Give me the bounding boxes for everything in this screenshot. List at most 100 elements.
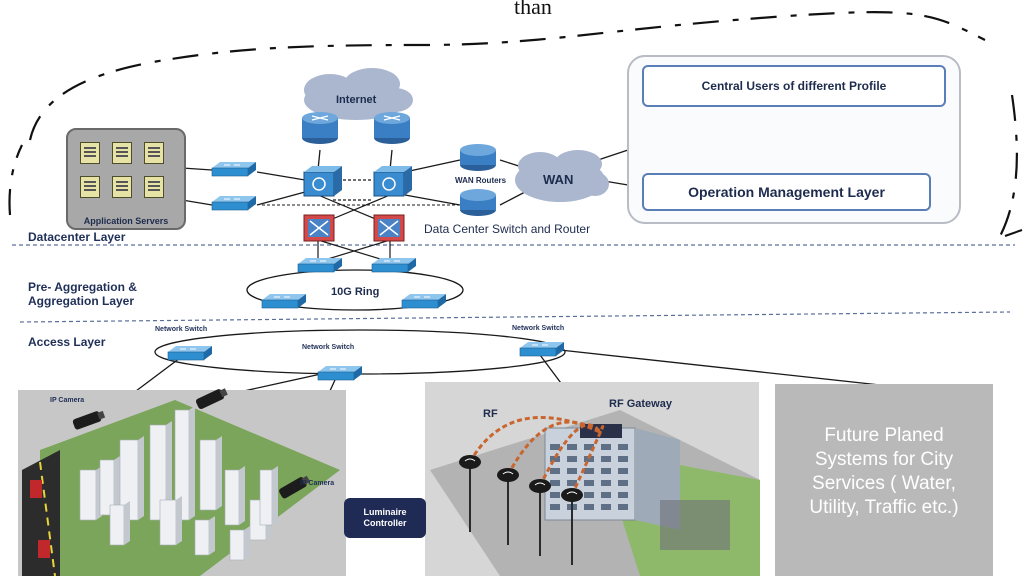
building-icon	[199, 436, 222, 511]
network-switch-label: Network Switch	[512, 325, 565, 332]
luminaire-line1: Luminaire	[363, 507, 407, 517]
window	[601, 444, 611, 450]
window	[618, 444, 628, 450]
window	[584, 492, 594, 498]
street-lamp-icon	[459, 455, 481, 532]
window	[618, 456, 628, 462]
window	[601, 492, 611, 498]
wan-routers-label: WAN Routers	[455, 176, 507, 185]
ip-camera-icon	[195, 388, 228, 409]
window	[550, 480, 560, 486]
window	[584, 468, 594, 474]
network-switch-icon	[261, 294, 306, 309]
link	[181, 199, 213, 206]
building-icon	[109, 501, 130, 546]
future-line: Future Planed	[824, 425, 944, 446]
link	[499, 191, 526, 206]
building-icon	[99, 456, 120, 516]
window	[567, 480, 577, 486]
operation-management-layer-label: Operation Management Layer	[642, 173, 931, 211]
rf-signal-arc	[468, 416, 601, 463]
network-switch-label: Network Switch	[155, 326, 208, 333]
link	[559, 349, 881, 386]
server-icon	[112, 142, 132, 164]
luminaire-controller-badge: Luminaire Controller	[344, 498, 426, 538]
network-switch-icon	[211, 162, 256, 177]
window	[584, 456, 594, 462]
window	[567, 468, 577, 474]
access-layer-label: Access Layer	[28, 335, 106, 349]
window	[550, 444, 560, 450]
window	[584, 504, 594, 510]
application-servers-label: Application Servers	[83, 216, 169, 226]
link	[256, 191, 306, 206]
application-servers-box: Application Servers	[66, 128, 186, 230]
wan-label: WAN	[543, 172, 574, 187]
street-lamp-icon	[561, 488, 583, 565]
rf-gateway-label: RF Gateway	[609, 398, 672, 410]
rf-lighting-panel	[425, 382, 760, 576]
boundary-dashes	[8, 11, 1018, 241]
window	[618, 468, 628, 474]
link	[404, 194, 461, 206]
building-icon	[149, 421, 172, 521]
building-icon	[224, 466, 245, 526]
network-switch-icon	[167, 346, 212, 361]
ring-10g	[246, 269, 464, 311]
link	[256, 171, 306, 181]
future-line: Utility, Traffic etc.)	[809, 497, 959, 518]
building-icon	[119, 436, 144, 521]
network-switch-label: Network Switch	[302, 344, 355, 351]
building-icon	[259, 466, 278, 526]
ip-camera-icon	[279, 475, 311, 499]
wan-cloud-icon	[515, 150, 609, 202]
future-systems-panel: Future Planed Systems for City Services …	[775, 384, 993, 576]
datacenter-layer-label: Datacenter Layer	[28, 230, 126, 244]
datacenter-switch-router-label: Data Center Switch and Router	[424, 222, 591, 236]
building-icon	[229, 526, 250, 561]
link	[181, 167, 213, 171]
window	[618, 492, 628, 498]
luminaire-line2: Controller	[363, 518, 407, 528]
window	[584, 480, 594, 486]
window	[601, 504, 611, 510]
wan-router-icon	[460, 144, 496, 171]
server-icon	[112, 176, 132, 198]
future-line: Systems for City	[814, 449, 954, 470]
window	[618, 480, 628, 486]
window	[601, 456, 611, 462]
router-icon	[374, 112, 410, 144]
aggregation-layer-label-line1: Pre- Aggregation &	[28, 280, 137, 294]
ip-camera-icon	[72, 410, 106, 430]
link	[597, 149, 629, 161]
ip-camera-label: IP Camera	[50, 397, 85, 404]
street-lamp-icon	[497, 468, 519, 545]
rf-signal-arc	[570, 425, 605, 496]
core-switch-icon	[373, 166, 412, 197]
top-cropped-text: than	[514, 0, 552, 19]
network-switch-icon	[401, 294, 446, 309]
network-switch-icon	[371, 258, 416, 273]
firewall-switch-icon	[303, 214, 335, 242]
server-icon	[144, 176, 164, 198]
router-icon	[302, 112, 338, 144]
building-icon	[174, 406, 195, 521]
divider-aggregation	[19, 311, 1011, 323]
window	[550, 504, 560, 510]
wan-router-icon	[460, 189, 496, 216]
internet-label: Internet	[336, 94, 377, 106]
window	[601, 480, 611, 486]
operations-center-box: Central Users of different Profile Opera…	[627, 55, 961, 224]
server-icon	[80, 142, 100, 164]
building-icon	[79, 466, 102, 521]
window	[601, 468, 611, 474]
server-icon	[80, 176, 100, 198]
future-systems-text: Future Planed Systems for City Services …	[775, 424, 993, 520]
street-lamp-icon	[529, 479, 551, 556]
window	[567, 456, 577, 462]
network-switch-icon	[519, 342, 564, 357]
link	[404, 159, 461, 173]
ring-10g-label: 10G Ring	[331, 286, 380, 298]
